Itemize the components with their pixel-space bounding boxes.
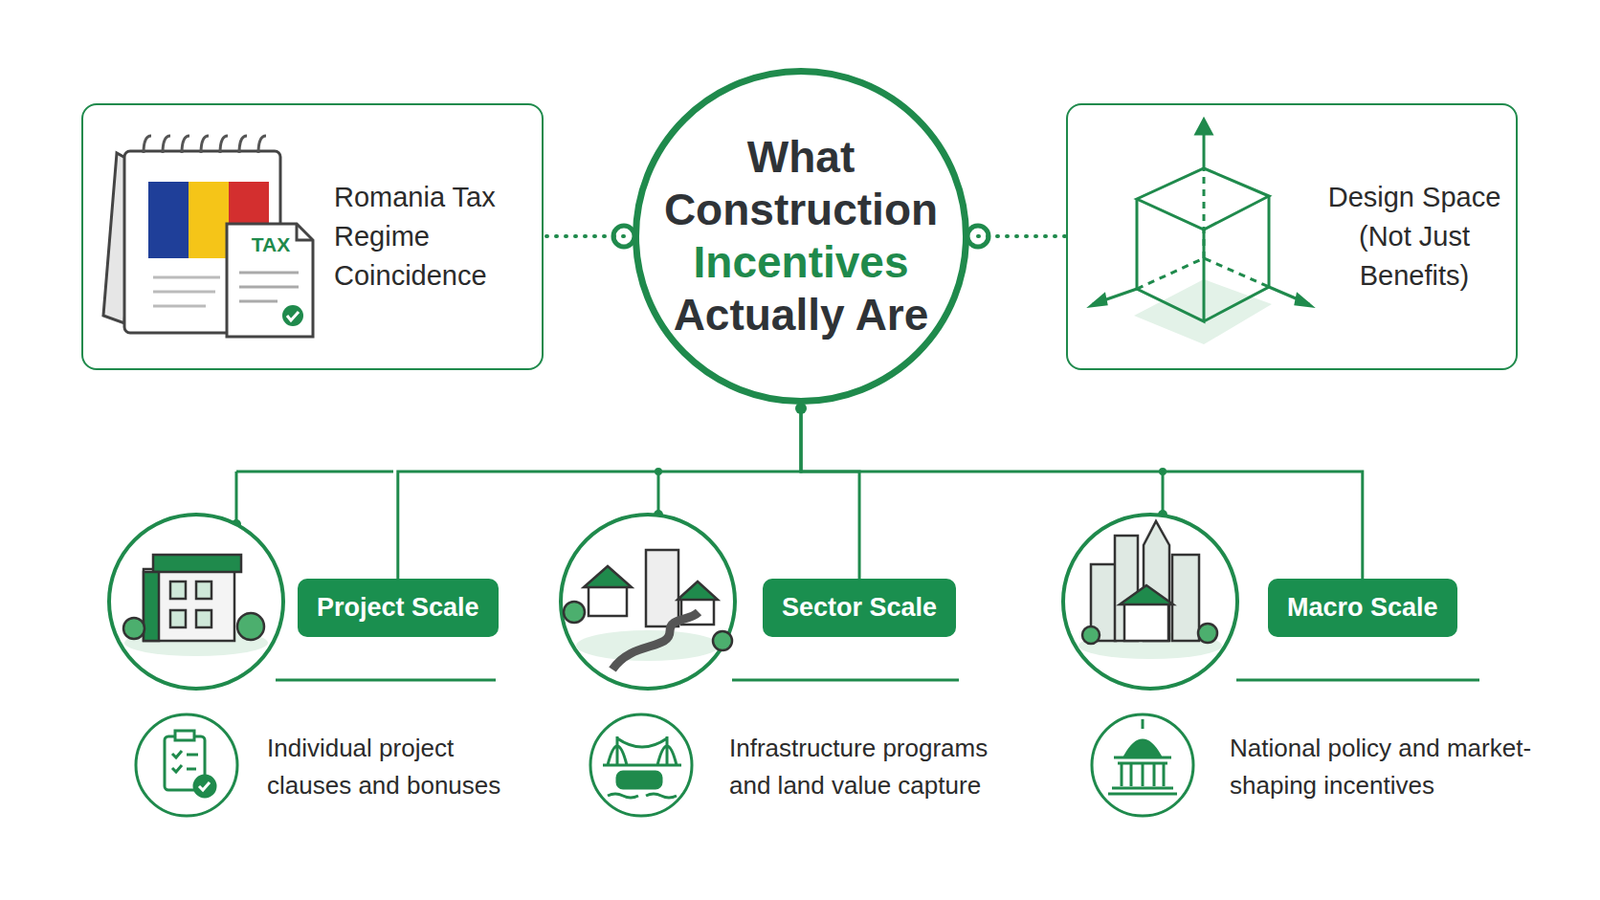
cube-icon [1090, 119, 1312, 345]
box-label: Design Space (Not Just Benefits) [1326, 177, 1503, 296]
city-icon [1082, 521, 1218, 645]
scale-pill: Macro Scale [1267, 578, 1458, 638]
capitol-icon [1108, 719, 1178, 795]
junction-dot [231, 402, 1168, 530]
building-icon [123, 555, 265, 642]
tree-connector [800, 404, 1363, 579]
town-icon [563, 550, 733, 670]
scale-pill: Sector Scale [762, 578, 956, 638]
tax-document-icon [226, 223, 313, 337]
center-title-line: What Construction [639, 131, 963, 237]
tree-connector [398, 404, 801, 579]
scale-circle [109, 514, 1238, 689]
tree-connector [800, 404, 860, 579]
scale-pill: Project Scale [297, 578, 499, 638]
dotted-connector [977, 234, 1067, 239]
center-title-line: Actually Are [673, 288, 930, 342]
scale-description: Individual project clauses and bonuses [266, 730, 526, 805]
pill-label: Project Scale [316, 593, 480, 623]
info-box: Romania Tax Regime Coincidence [81, 103, 544, 371]
tree-branch [236, 471, 1163, 525]
pill-label: Macro Scale [1287, 593, 1439, 623]
center-title-line: Incentives [693, 236, 910, 289]
small-icon-circle [135, 714, 1194, 817]
document-tag: TAX [246, 233, 295, 257]
clipboard-icon [164, 731, 216, 798]
central-circle: What ConstructionIncentivesActually Are [632, 67, 970, 405]
info-box: Design Space (Not Just Benefits) [1066, 103, 1518, 371]
box-label: Romania Tax Regime Coincidence [333, 177, 529, 296]
underline [275, 679, 1480, 683]
dotted-connector [543, 234, 624, 239]
bridge-train-icon [602, 736, 682, 799]
scale-description: Infrastructure programs and land value c… [729, 730, 1017, 805]
scale-description: National policy and market-shaping incen… [1229, 730, 1546, 805]
pill-label: Sector Scale [781, 593, 937, 623]
